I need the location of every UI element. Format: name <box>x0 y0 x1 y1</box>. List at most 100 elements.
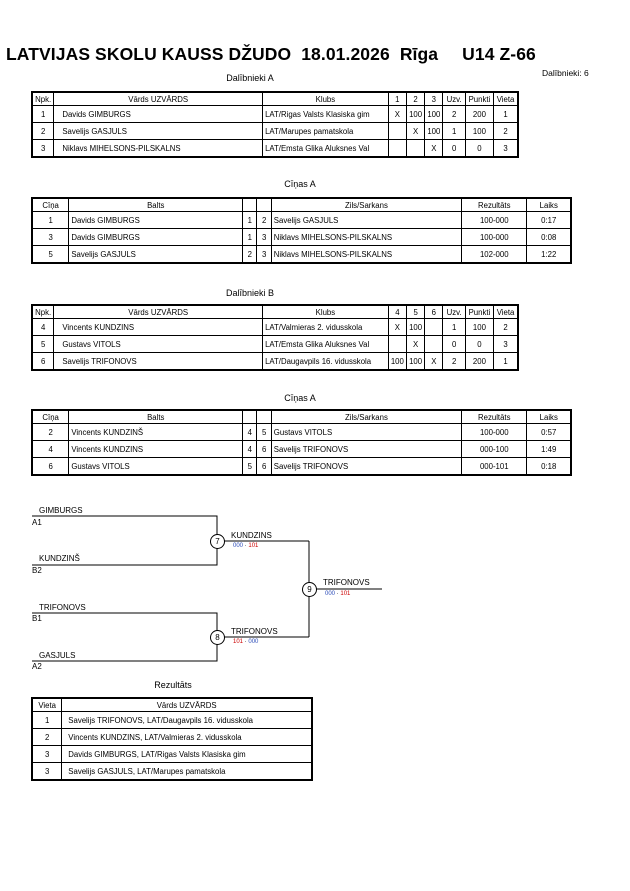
m8-score-left: 101 <box>233 639 244 645</box>
athlete-club: LAT/Marupes pamatskola <box>262 122 389 140</box>
cell: 000-101 <box>461 457 528 476</box>
m7-score-left: 000 <box>233 543 244 549</box>
result-athlete: Davids GIMBURGS, LAT/Rigas Valsts Klasis… <box>61 745 313 763</box>
col-athlete: Vārds UZVĀRDS <box>61 697 313 712</box>
cell: 3 <box>31 745 63 763</box>
table-row: 5 Gustavs VITOLS LAT/Emsta Glika Aluksne… <box>31 335 519 353</box>
cell: 2 <box>31 728 63 746</box>
match-7-marker: 7 <box>210 534 225 549</box>
cell: 100 <box>405 352 426 371</box>
cell: 3 <box>256 245 272 264</box>
results-header-row: Vieta Vārds UZVĀRDS <box>31 697 313 712</box>
sf1-top-seed: A1 <box>32 518 42 527</box>
cell: 102-000 <box>461 245 528 264</box>
table-row: 4 Vincents KUNDZINS 4 6 Savelijs TRIFONO… <box>31 440 572 458</box>
sf1-bottom-name: KUNDZINŠ <box>39 554 80 563</box>
athlete-name: Savelijs TRIFONOVS <box>53 352 264 371</box>
cell: 1 <box>31 711 63 729</box>
table-row: 2 Vincents KUNDZINS, LAT/Valmieras 2. vi… <box>31 728 313 746</box>
pool-a-caption: Dalībnieki A <box>226 73 274 83</box>
table-row: 5 Savelijs GASJULS 2 3 Niklavs MIHELSONS… <box>31 245 572 264</box>
page-title: LATVIJAS SKOLU KAUSS DŽUDO 18.01.2026 Rīga… <box>6 44 536 65</box>
cell: 2 <box>493 122 519 140</box>
athlete-club: LAT/Emsta Glika Aluksnes Val <box>262 335 389 353</box>
blue-athlete: Niklavs MIHELSONS-PILSKALNS <box>270 228 463 246</box>
result-athlete: Savelijs GASJULS, LAT/Marupes pamatskola <box>61 762 313 781</box>
m8-winner: TRIFONOVS <box>231 627 278 636</box>
cell: 100 <box>405 318 426 336</box>
m7-score: 000 · 101 <box>233 543 259 549</box>
cell: 3 <box>493 335 519 353</box>
match-8-marker: 8 <box>210 630 225 645</box>
cell <box>424 335 444 353</box>
event-date: 18.01.2026 <box>301 44 390 64</box>
cell: 6 <box>256 457 272 476</box>
table-row: 6 Gustavs VITOLS 5 6 Savelijs TRIFONOVS … <box>31 457 572 476</box>
result-athlete: Vincents KUNDZINS, LAT/Valmieras 2. vidu… <box>61 728 313 746</box>
cell: 6 <box>256 440 272 458</box>
m8-score: 101 · 000 <box>233 639 259 645</box>
cell: 0 <box>464 335 495 353</box>
fights-b-table: Cīņa Balts Zils/Sarkans Rezultāts Laiks … <box>31 409 572 476</box>
cell: 3 <box>31 762 63 781</box>
cell: 5 <box>31 335 55 353</box>
table-row: 2 Savelijs GASJULS LAT/Marupes pamatskol… <box>31 122 519 140</box>
pool-b-caption: Dalībnieki B <box>225 288 275 298</box>
event-name: LATVIJAS SKOLU KAUSS DŽUDO <box>6 44 292 64</box>
athlete-club: LAT/Emsta Glika Aluksnes Val <box>262 139 389 158</box>
cell: 0:08 <box>526 228 572 246</box>
sf2-bottom-name: GASJULS <box>39 651 76 660</box>
cell: 1:49 <box>526 440 572 458</box>
cell: X <box>405 122 426 140</box>
fights-b-header-row: Cīņa Balts Zils/Sarkans Rezultāts Laiks <box>31 409 572 424</box>
m9-score: 000 · 101 <box>325 591 351 597</box>
event-category: U14 Z-66 <box>462 44 536 64</box>
cell: X <box>405 335 426 353</box>
blue-athlete: Niklavs MIHELSONS-PILSKALNS <box>270 245 463 264</box>
table-row: 3 Savelijs GASJULS, LAT/Marupes pamatsko… <box>31 762 313 781</box>
match-9-marker: 9 <box>302 582 317 597</box>
fights-a-table: Cīņa Balts Zils/Sarkans Rezultāts Laiks … <box>31 197 572 264</box>
athlete-name: Savelijs GASJULS <box>53 122 264 140</box>
m9-score-right: 101 <box>340 591 351 597</box>
athlete-club: LAT/Daugavpils 16. vidusskola <box>262 352 389 371</box>
fights-a-header-row: Cīņa Balts Zils/Sarkans Rezultāts Laiks <box>31 197 572 212</box>
m7-winner: KUNDZINS <box>231 531 272 540</box>
table-row: 1 Savelijs TRIFONOVS, LAT/Daugavpils 16.… <box>31 711 313 729</box>
fights-b-caption: Cīņas A <box>284 393 316 403</box>
table-row: 3 Davids GIMBURGS 1 3 Niklavs MIHELSONS-… <box>31 228 572 246</box>
cell: 1:22 <box>526 245 572 264</box>
cell: 1 <box>493 352 519 371</box>
event-city: Rīga <box>399 44 439 64</box>
sf1-top-name: GIMBURGS <box>39 506 83 515</box>
cell: 3 <box>493 139 519 158</box>
cell: 000-100 <box>461 440 528 458</box>
cell: 3 <box>256 228 272 246</box>
table-row: 3 Niklavs MIHELSONS-PILSKALNS LAT/Emsta … <box>31 139 519 158</box>
cell: 3 <box>31 228 70 246</box>
table-row: 6 Savelijs TRIFONOVS LAT/Daugavpils 16. … <box>31 352 519 371</box>
m7-score-right: 101 <box>248 543 259 549</box>
m9-score-left: 000 <box>325 591 336 597</box>
result-athlete: Savelijs TRIFONOVS, LAT/Daugavpils 16. v… <box>61 711 313 729</box>
table-row: 3 Davids GIMBURGS, LAT/Rigas Valsts Klas… <box>31 745 313 763</box>
cell: X <box>424 352 444 371</box>
results-caption: Rezultāts <box>154 680 192 690</box>
cell: X <box>424 139 444 158</box>
white-athlete: Davids GIMBURGS <box>68 228 244 246</box>
pool-b-table: Npk. Vārds UZVĀRDS Klubs 4 5 6 Uzv. Punk… <box>31 304 519 371</box>
athlete-name: Gustavs VITOLS <box>53 335 264 353</box>
table-row: 2 Vincents KUNDZINŠ 4 5 Gustavs VITOLS 1… <box>31 423 572 441</box>
cell: 100-000 <box>461 228 528 246</box>
sf2-bottom-seed: A2 <box>32 662 42 671</box>
table-row: 1 Davids GIMBURGS 1 2 Savelijs GASJULS 1… <box>31 211 572 229</box>
table-row: 1 Davids GIMBURGS LAT/Rigas Valsts Klasi… <box>31 105 519 123</box>
athlete-name: Niklavs MIHELSONS-PILSKALNS <box>53 139 264 158</box>
m8-score-right: 000 <box>248 639 259 645</box>
cell: 100 <box>424 122 444 140</box>
participants-count: Dalībnieki: 6 <box>542 68 589 78</box>
cell: 0:18 <box>526 457 572 476</box>
blue-athlete: Savelijs TRIFONOVS <box>270 440 463 458</box>
sf1-bottom-seed: B2 <box>32 566 42 575</box>
m9-winner: TRIFONOVS <box>323 578 370 587</box>
